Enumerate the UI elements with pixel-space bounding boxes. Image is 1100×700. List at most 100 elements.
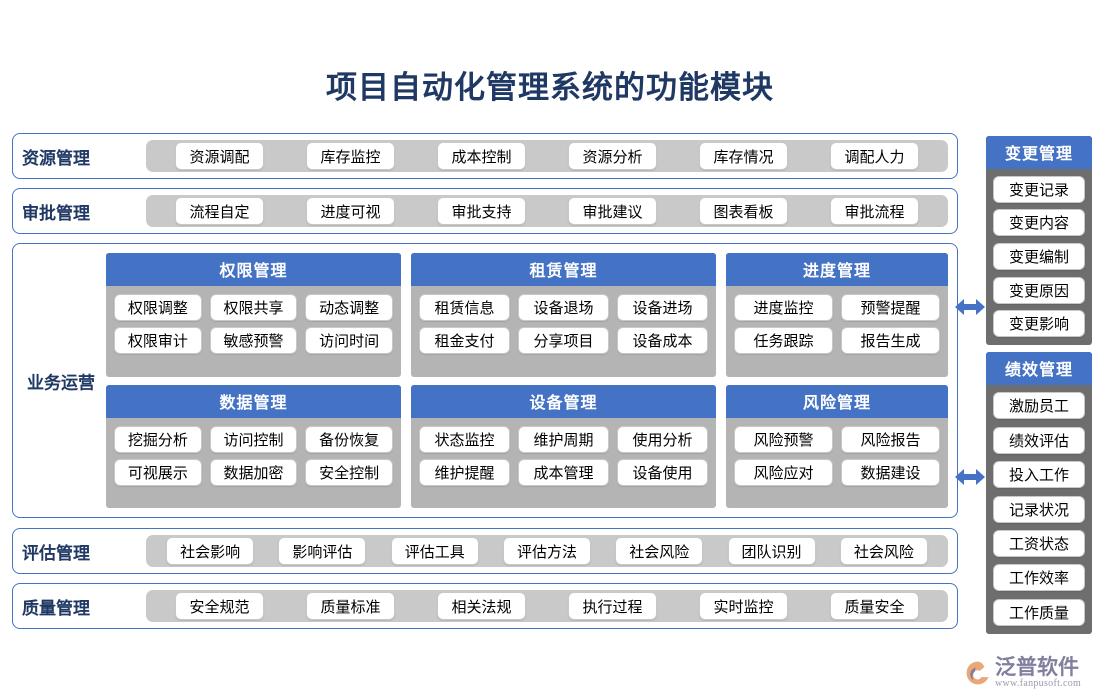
chip-evaluation-1[interactable]: 影响评估 (278, 537, 367, 565)
card-equipment-row-0: 状态监控 维护周期 使用分析 (419, 425, 708, 453)
chip-performance-4[interactable]: 工资状态 (993, 529, 1085, 557)
chip-equipment-1-0[interactable]: 维护提醒 (419, 458, 510, 486)
chip-quality-5[interactable]: 质量安全 (830, 592, 919, 620)
chip-performance-1[interactable]: 绩效评估 (993, 426, 1085, 454)
chip-permission-0-1[interactable]: 权限共享 (209, 294, 298, 321)
chip-resource-0[interactable]: 资源调配 (175, 142, 264, 170)
chip-change-4[interactable]: 变更影响 (993, 310, 1085, 338)
chip-evaluation-0[interactable]: 社会影响 (166, 537, 255, 565)
chip-change-3[interactable]: 变更原因 (993, 276, 1085, 304)
chip-data-0-1[interactable]: 访问控制 (209, 425, 298, 453)
chip-approval-1[interactable]: 进度可视 (306, 197, 395, 225)
card-leasing-title: 租赁管理 (411, 253, 716, 286)
chip-leasing-0-1[interactable]: 设备退场 (518, 294, 609, 321)
card-data: 数据管理 挖掘分析 访问控制 备份恢复 可视展示 数据加密 安全控制 (106, 384, 401, 508)
chip-data-0-0[interactable]: 挖掘分析 (114, 425, 202, 453)
chip-equipment-1-2[interactable]: 设备使用 (617, 458, 708, 486)
band-quality-label: 质量管理 (22, 598, 90, 618)
chip-equipment-0-1[interactable]: 维护周期 (518, 425, 609, 453)
card-progress-row-0: 进度监控 预警提醒 (734, 294, 940, 321)
chip-permission-1-2[interactable]: 访问时间 (305, 327, 394, 354)
chip-approval-2[interactable]: 审批支持 (437, 197, 526, 225)
band-resource: 资源调配 库存监控 成本控制 资源分析 库存情况 调配人力 资源管理 (12, 133, 958, 179)
double-arrow-icon (955, 466, 985, 488)
side-stack-performance-title: 绩效管理 (986, 352, 1092, 385)
chip-resource-4[interactable]: 库存情况 (699, 142, 788, 170)
chip-progress-0-0[interactable]: 进度监控 (734, 294, 833, 321)
chip-change-1[interactable]: 变更内容 (993, 209, 1085, 237)
chip-evaluation-3[interactable]: 评估方法 (502, 537, 591, 565)
double-arrow-icon (955, 296, 985, 318)
side-stack-performance-management: 绩效管理 激励员工 绩效评估 投入工作 记录状况 工资状态 工作效率 工作质量 (986, 352, 1092, 634)
band-approval-label: 审批管理 (22, 203, 90, 223)
card-leasing-row-1: 租金支付 分享项目 设备成本 (419, 327, 708, 354)
chip-performance-6[interactable]: 工作质量 (993, 598, 1085, 626)
chip-leasing-1-0[interactable]: 租金支付 (419, 327, 510, 354)
chip-approval-0[interactable]: 流程自定 (175, 197, 264, 225)
chip-leasing-0-2[interactable]: 设备进场 (617, 294, 708, 321)
chip-permission-1-0[interactable]: 权限审计 (114, 327, 202, 354)
chip-performance-3[interactable]: 记录状况 (993, 495, 1085, 523)
card-permission-body: 权限调整 权限共享 动态调整 权限审计 敏感预警 访问时间 (106, 286, 401, 377)
chip-quality-4[interactable]: 实时监控 (699, 592, 788, 620)
chip-approval-3[interactable]: 审批建议 (568, 197, 657, 225)
chip-approval-5[interactable]: 审批流程 (830, 197, 919, 225)
chip-data-1-1[interactable]: 数据加密 (209, 458, 298, 486)
chip-quality-1[interactable]: 质量标准 (306, 592, 395, 620)
chip-approval-4[interactable]: 图表看板 (699, 197, 788, 225)
chip-equipment-0-0[interactable]: 状态监控 (419, 425, 510, 453)
chip-quality-2[interactable]: 相关法规 (437, 592, 526, 620)
band-evaluation-label: 评估管理 (22, 543, 90, 563)
chip-data-1-0[interactable]: 可视展示 (114, 458, 202, 486)
chip-permission-0-0[interactable]: 权限调整 (114, 294, 202, 321)
chip-progress-1-0[interactable]: 任务跟踪 (734, 327, 833, 354)
chip-data-0-2[interactable]: 备份恢复 (305, 425, 394, 453)
chip-data-1-2[interactable]: 安全控制 (305, 458, 394, 486)
chip-quality-0[interactable]: 安全规范 (175, 592, 264, 620)
chip-evaluation-5[interactable]: 团队识别 (727, 537, 816, 565)
chip-leasing-1-2[interactable]: 设备成本 (617, 327, 708, 354)
chip-evaluation-2[interactable]: 评估工具 (390, 537, 479, 565)
chip-performance-2[interactable]: 投入工作 (993, 461, 1085, 489)
chip-performance-5[interactable]: 工作效率 (993, 564, 1085, 592)
chip-evaluation-6[interactable]: 社会风险 (839, 537, 928, 565)
side-stack-change-management: 变更管理 变更记录 变更内容 变更编制 变更原因 变更影响 (986, 136, 1092, 345)
chip-equipment-1-1[interactable]: 成本管理 (518, 458, 609, 486)
chip-permission-1-1[interactable]: 敏感预警 (209, 327, 298, 354)
band-evaluation-track: 社会影响 影响评估 评估工具 评估方法 社会风险 团队识别 社会风险 (146, 535, 948, 567)
chip-risk-1-0[interactable]: 风险应对 (734, 458, 833, 486)
chip-resource-1[interactable]: 库存监控 (306, 142, 395, 170)
chip-progress-1-1[interactable]: 报告生成 (841, 327, 940, 354)
side-stack-change-title: 变更管理 (986, 136, 1092, 169)
chip-leasing-0-0[interactable]: 租赁信息 (419, 294, 510, 321)
chip-equipment-0-2[interactable]: 使用分析 (617, 425, 708, 453)
card-equipment-row-1: 维护提醒 成本管理 设备使用 (419, 458, 708, 486)
chip-quality-3[interactable]: 执行过程 (568, 592, 657, 620)
business-card-grid: 权限管理 权限调整 权限共享 动态调整 权限审计 敏感预警 访问时间 租 (106, 253, 948, 508)
band-evaluation: 社会影响 影响评估 评估工具 评估方法 社会风险 团队识别 社会风险 评估管理 (12, 528, 958, 574)
chip-performance-0[interactable]: 激励员工 (993, 392, 1085, 420)
chip-risk-1-1[interactable]: 数据建设 (841, 458, 940, 486)
chip-resource-5[interactable]: 调配人力 (830, 142, 919, 170)
card-data-row-0: 挖掘分析 访问控制 备份恢复 (114, 425, 394, 453)
chip-evaluation-4[interactable]: 社会风险 (615, 537, 704, 565)
chip-risk-0-1[interactable]: 风险报告 (841, 425, 940, 453)
logo-name: 泛普软件 (995, 655, 1079, 679)
business-operations-panel: 业务运营 权限管理 权限调整 权限共享 动态调整 权限审计 敏感预警 访问时间 (12, 243, 958, 518)
card-progress-row-1: 任务跟踪 报告生成 (734, 327, 940, 354)
business-operations-label: 业务运营 (27, 373, 95, 392)
card-risk-body: 风险预警 风险报告 风险应对 数据建设 (726, 418, 948, 509)
band-quality: 安全规范 质量标准 相关法规 执行过程 实时监控 质量安全 质量管理 (12, 583, 958, 629)
band-approval-track: 流程自定 进度可视 审批支持 审批建议 图表看板 审批流程 (146, 195, 948, 227)
chip-leasing-1-1[interactable]: 分享项目 (518, 327, 609, 354)
chip-change-0[interactable]: 变更记录 (993, 175, 1085, 203)
chip-risk-0-0[interactable]: 风险预警 (734, 425, 833, 453)
chip-progress-0-1[interactable]: 预警提醒 (841, 294, 940, 321)
chip-permission-0-2[interactable]: 动态调整 (305, 294, 394, 321)
card-permission-title: 权限管理 (106, 253, 401, 286)
chip-resource-2[interactable]: 成本控制 (437, 142, 526, 170)
card-equipment-body: 状态监控 维护周期 使用分析 维护提醒 成本管理 设备使用 (411, 418, 716, 509)
chip-change-2[interactable]: 变更编制 (993, 242, 1085, 270)
chip-resource-3[interactable]: 资源分析 (568, 142, 657, 170)
